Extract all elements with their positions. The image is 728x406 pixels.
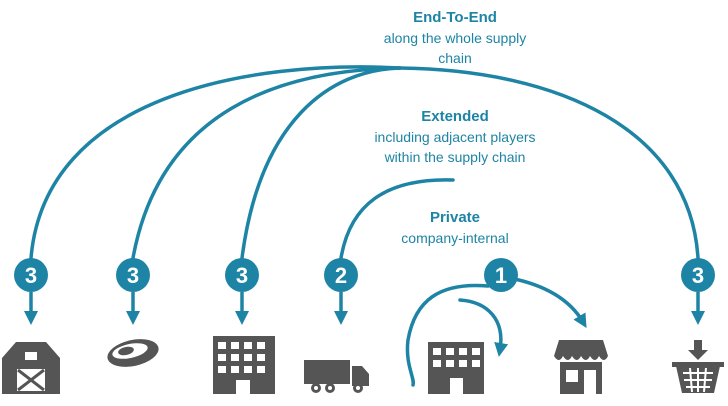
store-icon — [554, 340, 608, 394]
truck-icon — [304, 360, 369, 393]
svg-text:3: 3 — [236, 263, 248, 288]
meat-icon — [107, 339, 159, 367]
end-to-end-label: End-To-End along the whole supply chain — [340, 8, 570, 68]
down-arrows — [24, 292, 705, 325]
badge-meat: 3 — [116, 258, 150, 292]
private-subtitle: company-internal — [401, 230, 509, 246]
arc-to-basket — [398, 66, 700, 260]
extended-label: Extended including adjacent players with… — [345, 107, 565, 167]
badge-office: 1 — [484, 258, 518, 292]
private-label: Private company-internal — [380, 208, 530, 248]
arc-to-barn — [29, 65, 402, 260]
extended-title: Extended — [421, 108, 489, 125]
badge-factory: 3 — [225, 258, 259, 292]
svg-text:3: 3 — [25, 263, 37, 288]
arc-to-meat — [131, 66, 402, 260]
badge-basket: 3 — [681, 258, 715, 292]
svg-text:3: 3 — [692, 263, 704, 288]
svg-text:2: 2 — [335, 263, 347, 288]
arc-to-truck — [339, 178, 455, 260]
arc-loop-office — [405, 283, 490, 387]
private-title: Private — [429, 209, 481, 226]
factory-icon — [213, 336, 275, 394]
badge-truck: 2 — [324, 258, 358, 292]
end-to-end-subtitle-1: along the whole supply — [383, 30, 527, 46]
end-to-end-title: End-To-End — [413, 9, 497, 26]
private-arcs — [405, 276, 587, 387]
end-to-end-arcs — [29, 65, 700, 260]
shopping-basket-icon — [672, 340, 724, 393]
barn-icon — [2, 342, 60, 394]
arc-to-store — [508, 276, 587, 329]
arc-to-factory — [240, 66, 402, 260]
end-to-end-subtitle-2: chain — [438, 50, 472, 66]
svg-text:3: 3 — [127, 263, 139, 288]
arc-loop-inner — [458, 298, 509, 357]
svg-text:1: 1 — [495, 263, 507, 288]
badge-barn: 3 — [14, 258, 48, 292]
extended-subtitle-1: including adjacent players — [374, 129, 536, 145]
extended-subtitle-2: within the supply chain — [384, 149, 526, 165]
office-building-icon — [428, 342, 484, 394]
